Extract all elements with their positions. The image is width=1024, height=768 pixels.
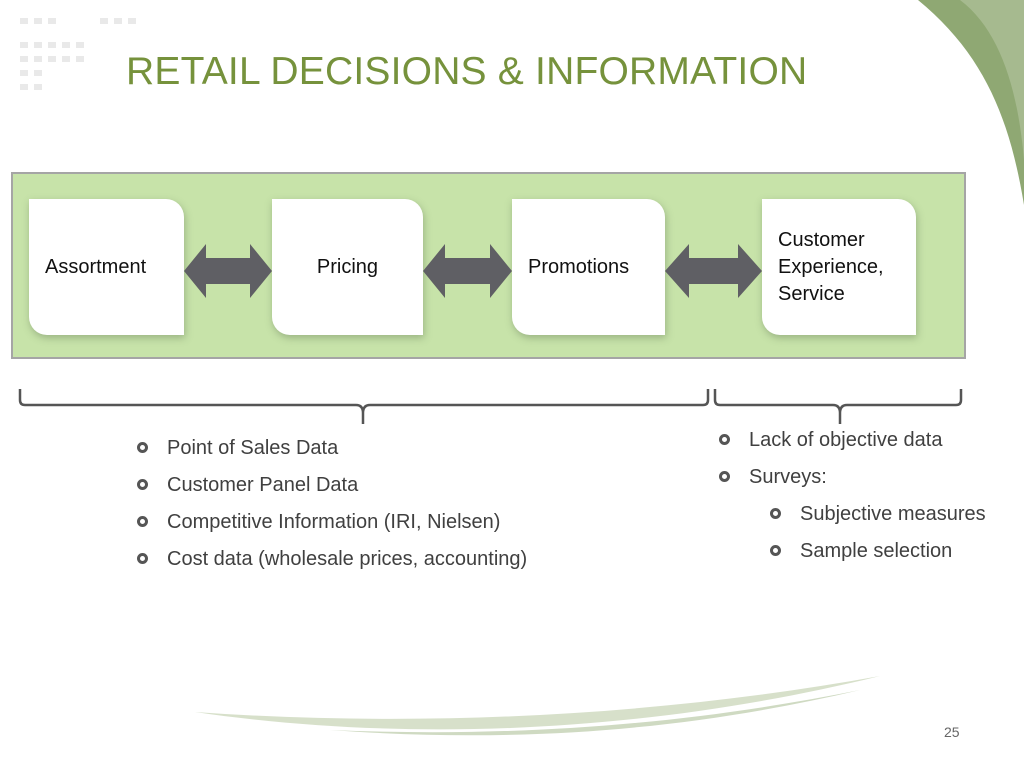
bullet-icon xyxy=(137,516,148,527)
list-item-text: Subjective measures xyxy=(800,503,986,525)
step-assortment: Assortment xyxy=(29,199,184,335)
list-item-text: Surveys: xyxy=(749,466,827,488)
decorative-dot xyxy=(20,18,28,24)
step-label: Pricing xyxy=(316,255,379,278)
bullet-icon xyxy=(137,479,148,490)
list-item-text: Sample selection xyxy=(800,540,953,562)
list-item-text: Point of Sales Data xyxy=(167,437,339,459)
decorative-dot xyxy=(34,18,42,24)
double-headed-arrow-icon xyxy=(423,244,512,298)
double-headed-arrow-icon xyxy=(665,244,762,298)
decorative-dot xyxy=(76,56,84,62)
decorative-dot xyxy=(48,56,56,62)
bullet-icon xyxy=(719,434,730,445)
bullet-icon xyxy=(137,442,148,453)
slide-number: 25 xyxy=(944,724,960,740)
step-promotions: Promotions xyxy=(512,199,665,335)
decorative-dot xyxy=(34,70,42,76)
list-item-text: Cost data (wholesale prices, accounting) xyxy=(167,548,528,570)
decorative-dot xyxy=(100,18,108,24)
decorative-dot xyxy=(34,56,42,62)
decorative-dot xyxy=(20,56,28,62)
step-customer-experience: Customer Experience, Service xyxy=(762,199,916,335)
decorative-dot xyxy=(48,18,56,24)
data-sources-list: Point of Sales Data Customer Panel Data … xyxy=(137,436,527,584)
decorative-dot xyxy=(48,42,56,48)
list-item-text: Customer Panel Data xyxy=(167,474,359,496)
decorative-dot xyxy=(20,42,28,48)
list-item: Cost data (wholesale prices, accounting) xyxy=(137,547,527,584)
decorative-dot xyxy=(128,18,136,24)
bullet-icon xyxy=(770,545,781,556)
left-bracket xyxy=(18,389,710,424)
slide-title: RETAIL DECISIONS & INFORMATION xyxy=(126,50,808,93)
bullet-icon xyxy=(770,508,781,519)
decorative-dot xyxy=(34,42,42,48)
decorative-dot xyxy=(76,42,84,48)
list-item: Point of Sales Data xyxy=(137,436,527,473)
sub-list-item: Subjective measures xyxy=(770,502,986,539)
decorative-dot xyxy=(20,84,28,90)
service-data-list: Lack of objective data Surveys: Subjecti… xyxy=(719,428,986,576)
bullet-icon xyxy=(137,553,148,564)
list-item: Surveys: xyxy=(719,465,986,502)
right-bracket xyxy=(713,389,963,424)
step-label: Assortment xyxy=(45,255,147,278)
decorative-dot xyxy=(62,56,70,62)
decorative-dot-grid xyxy=(20,18,136,90)
list-item: Competitive Information (IRI, Nielsen) xyxy=(137,510,527,547)
list-item: Customer Panel Data xyxy=(137,473,527,510)
list-item-text: Lack of objective data xyxy=(749,429,943,451)
bullet-icon xyxy=(719,471,730,482)
decorative-dot xyxy=(34,84,42,90)
step-pricing: Pricing xyxy=(272,199,423,335)
decorative-dot xyxy=(62,42,70,48)
sub-list-item: Sample selection xyxy=(770,539,986,576)
double-headed-arrow-icon xyxy=(184,244,272,298)
step-label: Promotions xyxy=(528,255,630,278)
step-label: Customer Experience, Service xyxy=(778,228,884,305)
decorative-dot xyxy=(20,70,28,76)
list-item: Lack of objective data xyxy=(719,428,986,465)
decorative-dot xyxy=(114,18,122,24)
list-item-text: Competitive Information (IRI, Nielsen) xyxy=(167,511,501,533)
